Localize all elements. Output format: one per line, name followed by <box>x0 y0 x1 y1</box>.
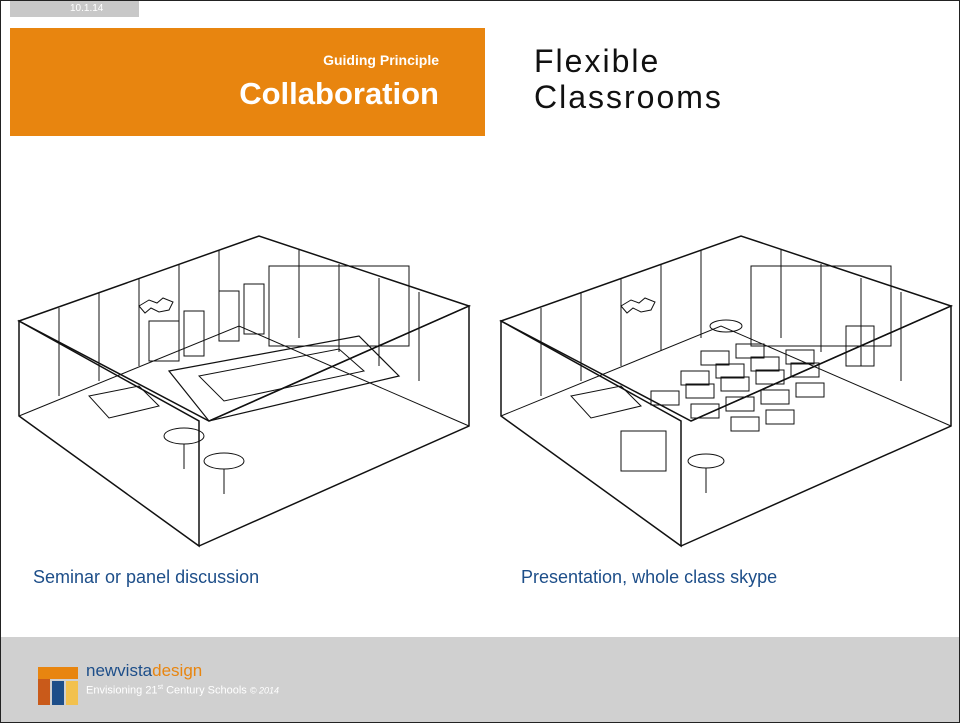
banner-title: Collaboration <box>239 76 439 111</box>
shelf <box>148 320 180 362</box>
brand-part2: design <box>152 661 203 680</box>
round-table <box>709 319 743 333</box>
tagline-suffix: Century Schools <box>163 684 247 697</box>
sofa <box>88 385 160 419</box>
date-tab: 10.1.14 <box>10 1 139 17</box>
newvista-logo-icon <box>38 667 78 705</box>
caption-presentation: Presentation, whole class skype <box>521 567 778 587</box>
slide-title: Flexible Classrooms <box>534 43 723 115</box>
tagline: Envisioning 21st Century Schools © 2014 <box>86 684 279 697</box>
footer: newvistadesign Envisioning 21st Century … <box>1 637 959 722</box>
desk-grid <box>650 343 825 432</box>
shelf <box>845 325 875 367</box>
copyright: © 2014 <box>249 685 279 696</box>
caption-seminar: Seminar or panel discussion <box>33 567 260 587</box>
table-ring <box>167 335 401 422</box>
principle-banner: Guiding Principle Collaboration <box>10 28 485 136</box>
date-label: 10.1.14 <box>70 3 104 14</box>
cabinet <box>620 430 667 472</box>
brand-part1: newvista <box>86 661 153 680</box>
seminar-room-drawing <box>17 235 472 548</box>
tagline-sup: st <box>157 684 164 691</box>
slide-title-line1: Flexible <box>534 43 661 79</box>
banner-subtitle: Guiding Principle <box>323 52 439 68</box>
brand-name: newvistadesign <box>86 661 202 681</box>
round-table <box>163 427 205 445</box>
world-map <box>138 297 174 314</box>
sofa <box>570 385 642 419</box>
whiteboard <box>268 265 410 347</box>
whiteboard <box>750 265 892 347</box>
slide-title-line2: Classrooms <box>534 79 723 115</box>
presentation-room-drawing <box>499 235 954 548</box>
tagline-prefix: Envisioning 21 <box>86 684 158 697</box>
world-map <box>620 297 656 314</box>
